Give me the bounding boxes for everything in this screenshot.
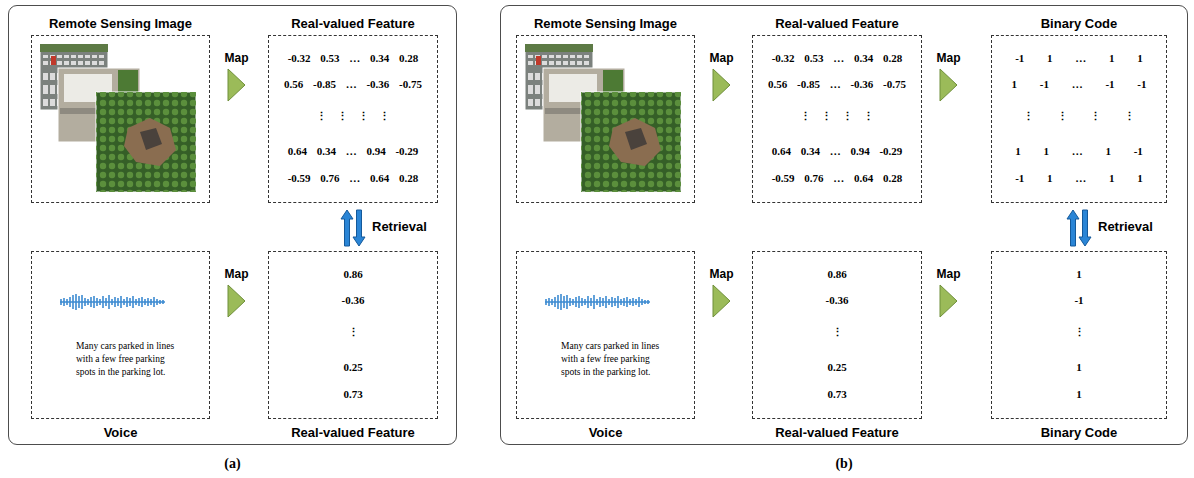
feature-box: Real-valued Feature-0.32 0.53 … 0.34 0.2… <box>752 35 922 203</box>
box-heading: Real-valued Feature <box>775 425 899 440</box>
box-heading: Voice <box>104 425 138 440</box>
value-row: ⋮ <box>269 324 437 340</box>
map-label: Map <box>936 267 962 281</box>
value-row: 1 <box>992 266 1166 282</box>
value-row: -0.32 0.53 … 0.34 0.28 <box>269 50 437 66</box>
value-row: 0.73 <box>269 386 437 402</box>
value-row: -0.59 0.76 … 0.64 0.28 <box>753 170 921 186</box>
feature-box: Binary Code1-1⋮11 <box>991 251 1167 419</box>
retrieval-label: Retrieval <box>371 219 428 234</box>
map-arrow <box>940 69 957 101</box>
image-box: Remote Sensing Image <box>516 35 695 203</box>
map-label: Map <box>224 51 250 65</box>
box-heading: Real-valued Feature <box>291 425 415 440</box>
value-row: -0.36 <box>753 292 921 308</box>
map-arrow <box>713 285 730 317</box>
value-row: -1 1 … 1 1 <box>992 170 1166 186</box>
feature-box: Real-valued Feature0.86-0.36⋮0.250.73 <box>752 251 922 419</box>
map-label: Map <box>709 51 735 65</box>
map-label: Map <box>709 267 735 281</box>
value-row: ⋮ ⋮ ⋮ ⋮ <box>269 108 437 124</box>
value-row: 0.25 <box>753 359 921 375</box>
panel-caption: (b) <box>501 456 1187 472</box>
retrieval-label: Retrieval <box>1097 219 1154 234</box>
box-heading: Remote Sensing Image <box>534 16 677 31</box>
value-row: 0.86 <box>269 266 437 282</box>
map-arrow <box>228 69 245 101</box>
value-row: 0.56 -0.85 … -0.36 -0.75 <box>269 76 437 92</box>
panel-frame: (b)Remote Sensing ImageReal-valued Featu… <box>500 5 1188 445</box>
remote-sensing-images <box>525 44 681 192</box>
value-row: ⋮ ⋮ ⋮ ⋮ <box>992 108 1166 124</box>
box-heading: Binary Code <box>1041 425 1118 440</box>
image-box: Remote Sensing Image <box>31 35 210 203</box>
feature-box: Real-valued Feature-0.32 0.53 … 0.34 0.2… <box>268 35 438 203</box>
feature-box: Binary Code-1 1 … 1 11 -1 … -1 -1⋮ ⋮ ⋮ ⋮… <box>991 35 1167 203</box>
value-row: -0.36 <box>269 292 437 308</box>
map-arrow <box>228 285 245 317</box>
value-row: 1 1 … 1 -1 <box>992 143 1166 159</box>
value-row: 0.64 0.34 … 0.94 -0.29 <box>753 143 921 159</box>
box-heading: Voice <box>589 425 623 440</box>
value-row: ⋮ <box>992 324 1166 340</box>
map-arrow <box>713 69 730 101</box>
retrieval-arrow <box>341 210 365 246</box>
value-row: 0.73 <box>753 386 921 402</box>
value-row: -1 1 … 1 1 <box>992 50 1166 66</box>
box-heading: Real-valued Feature <box>775 16 899 31</box>
voice-waveform <box>60 294 165 310</box>
voice-transcript: Many cars parked in lines with a few fre… <box>561 340 665 378</box>
remote-sensing-images <box>40 44 196 192</box>
value-row: 1 <box>992 359 1166 375</box>
value-row: 0.86 <box>753 266 921 282</box>
box-heading: Remote Sensing Image <box>49 16 192 31</box>
box-heading: Real-valued Feature <box>291 16 415 31</box>
value-row: 0.56 -0.85 … -0.36 -0.75 <box>753 76 921 92</box>
map-arrow <box>940 285 957 317</box>
voice-transcript: Many cars parked in lines with a few fre… <box>76 340 180 378</box>
value-row: 1 -1 … -1 -1 <box>992 76 1166 92</box>
value-row: 0.64 0.34 … 0.94 -0.29 <box>269 143 437 159</box>
map-label: Map <box>224 267 250 281</box>
voice-waveform <box>545 294 650 310</box>
panel-caption: (a) <box>9 456 456 472</box>
feature-box: Real-valued Feature0.86-0.36⋮0.250.73 <box>268 251 438 419</box>
value-row: -0.32 0.53 … 0.34 0.28 <box>753 50 921 66</box>
retrieval-arrow <box>1067 210 1091 246</box>
value-row: ⋮ ⋮ ⋮ ⋮ <box>753 108 921 124</box>
value-row: ⋮ <box>753 324 921 340</box>
voice-box: VoiceMany cars parked in lines with a fe… <box>516 251 695 419</box>
value-row: 1 <box>992 386 1166 402</box>
value-row: -0.59 0.76 … 0.64 0.28 <box>269 170 437 186</box>
voice-box: VoiceMany cars parked in lines with a fe… <box>31 251 210 419</box>
box-heading: Binary Code <box>1041 16 1118 31</box>
value-row: -1 <box>992 292 1166 308</box>
map-label: Map <box>936 51 962 65</box>
value-row: 0.25 <box>269 359 437 375</box>
